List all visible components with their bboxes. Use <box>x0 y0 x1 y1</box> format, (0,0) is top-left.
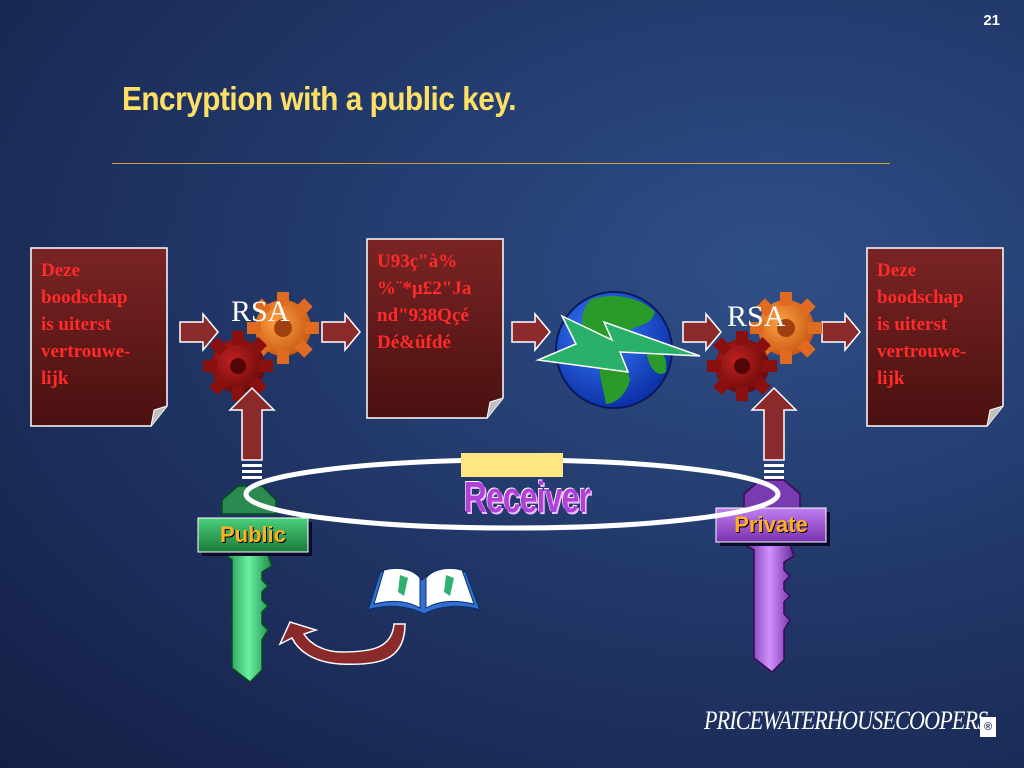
arrow-stripes-icon <box>242 464 784 479</box>
ciphertext: U93ç"à% %¨*µ£2"Ja nd"938Qçé Dé&ûfdé <box>377 251 472 353</box>
public-key-label: Public <box>219 522 286 547</box>
public-key-plate <box>197 517 312 556</box>
slide-title: Encryption with a public key. <box>122 80 517 117</box>
document-right-icon <box>866 247 1004 427</box>
globe-icon <box>535 291 701 409</box>
receiver-tab <box>461 453 563 477</box>
document-left-icon <box>30 247 168 427</box>
receiver-label: Receiver <box>463 473 591 522</box>
public-key-icon <box>221 485 277 683</box>
private-key-label: Private <box>734 512 808 537</box>
document-cipher-icon <box>366 238 504 419</box>
rsa-label-right: RSA <box>727 300 786 333</box>
gear-left-icon <box>203 292 319 401</box>
plaintext-right: Deze boodschap is uiterst vertrouwe- lij… <box>877 260 967 389</box>
return-arrow-icon <box>278 621 406 666</box>
up-arrows-icon <box>228 386 798 461</box>
slide-number: 21 <box>983 12 1000 29</box>
private-key-icon <box>742 479 801 673</box>
plaintext-left: Deze boodschap is uiterst vertrouwe- lij… <box>41 260 131 389</box>
flow-arrows-icon <box>179 311 861 353</box>
gear-right-icon <box>707 292 822 401</box>
logo-mark: ® <box>980 717 996 737</box>
book-icon <box>366 567 482 615</box>
rsa-label-left: RSA <box>231 295 290 328</box>
company-logo: PRICEWATERHOUSECOOPERS <box>704 706 988 735</box>
title-divider <box>112 163 890 164</box>
